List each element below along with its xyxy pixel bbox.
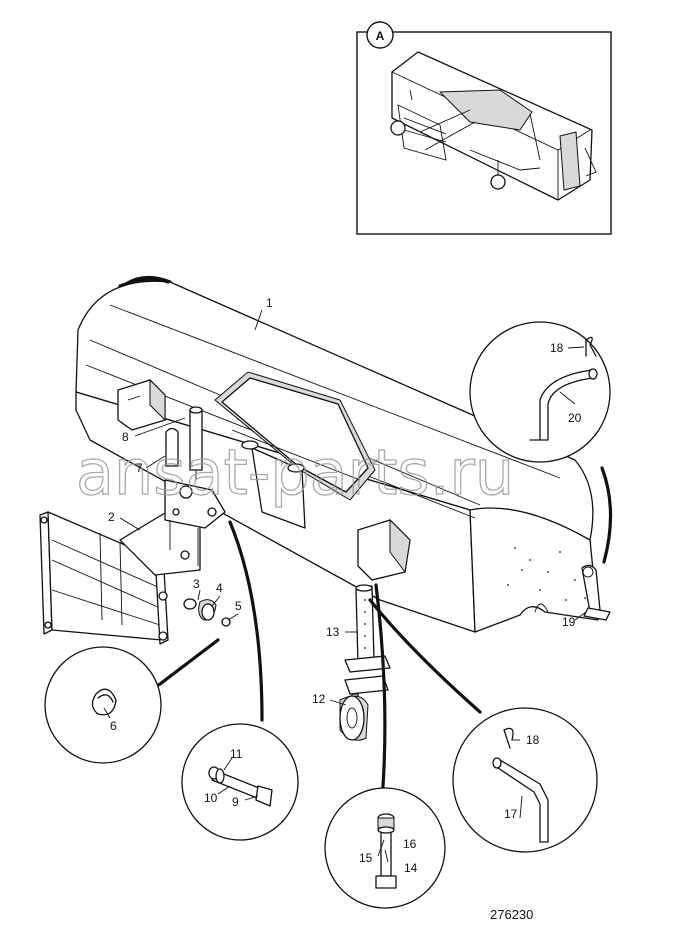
- parking-stand: [581, 564, 611, 621]
- watermark: ansat-parts.ru: [76, 436, 514, 509]
- callout-15: 15: [359, 851, 373, 865]
- inset-badge-label: A: [376, 29, 385, 43]
- end-plate-stipple: [507, 547, 586, 601]
- callout-5: 5: [235, 599, 242, 613]
- callout-16: 16: [403, 837, 417, 851]
- detail-circle-bolt-14: [324, 787, 446, 909]
- detail-circle-clip-6: [44, 646, 162, 764]
- callout-8: 8: [122, 430, 129, 444]
- callout-12: 12: [312, 692, 326, 706]
- sweeper-body: [75, 275, 599, 633]
- callout-9: 9: [232, 795, 239, 809]
- mounting-frame: [39, 479, 226, 645]
- detail-circle-bolt-9: [181, 723, 299, 841]
- callout-11: 11: [230, 747, 243, 761]
- inset-badge-circle: [366, 21, 394, 49]
- detail-circle-pin-17: [452, 707, 598, 853]
- pivot-post: [165, 406, 203, 480]
- inset-sweeper-drawing: [390, 51, 597, 201]
- callout-13: 13: [326, 625, 340, 639]
- callout-17: 17: [504, 807, 518, 821]
- callout-3: 3: [193, 577, 200, 591]
- bushing-set: [183, 598, 231, 627]
- callout-10: 10: [204, 791, 218, 805]
- castor-stand: [339, 584, 391, 741]
- callout-leaders: [103, 309, 587, 863]
- callout-2: 2: [108, 510, 115, 524]
- callout-7: 7: [136, 461, 143, 475]
- inset-view-a: A: [356, 21, 612, 235]
- callout-18-upper: 18: [550, 341, 564, 355]
- callout-18-lower: 18: [526, 733, 540, 747]
- callout-4: 4: [216, 581, 223, 595]
- detail-circle-pin-20: [469, 321, 611, 463]
- drawing-number: 276230: [490, 907, 533, 922]
- callout-14: 14: [404, 861, 418, 875]
- callout-labels: 1 2 3 4 5 6 7 8 9 10 11 12 13 14 15 16 1…: [108, 296, 582, 875]
- callout-1: 1: [266, 296, 273, 310]
- callout-19: 19: [562, 615, 576, 629]
- callout-6: 6: [110, 719, 117, 733]
- callout-20: 20: [568, 411, 582, 425]
